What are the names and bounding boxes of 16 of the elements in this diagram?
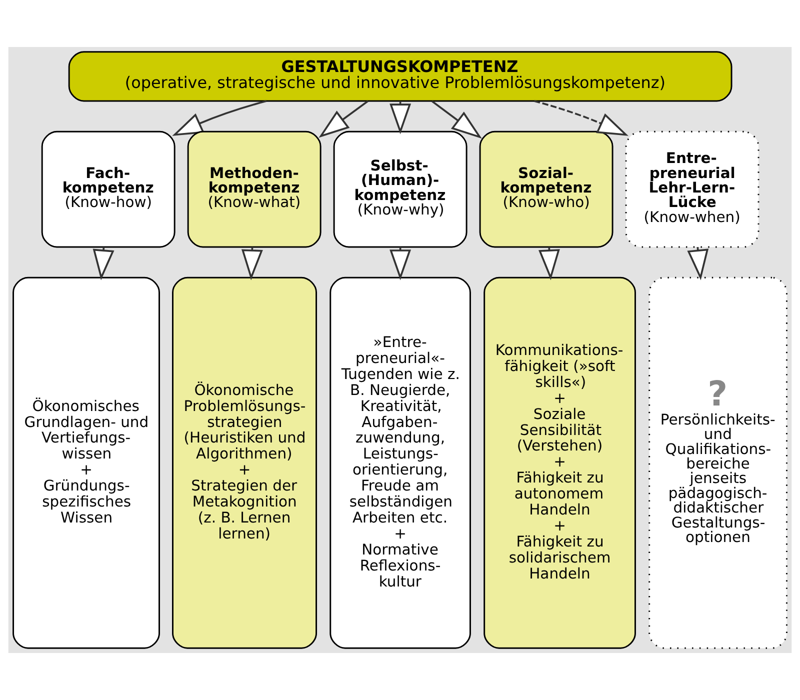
node-box: ? Persönlichkeits- und Qualifikations- bereiche jenseits pädagogisch- didaktischer Gestaltungs- optionen	[648, 276, 788, 649]
node-box: Methoden- kompetenz (Know-what)	[187, 130, 322, 248]
node-box: Sozial- kompetenz (Know-who)	[479, 130, 614, 248]
node-box: Selbst- (Human)- kompetenz (Know-why)	[333, 130, 468, 248]
arrow	[172, 100, 267, 136]
arrow	[687, 246, 709, 280]
node-box: Ökonomische Problemlösungs- strategien (Heuristiken und Algorithmen) + Strategien der Metakognition (z. B. Lernen lernen)	[172, 276, 317, 649]
node-box: Entre- preneurial Lehr-Lern- Lücke (Know-when)	[625, 130, 760, 248]
node-box: Ökonomisches Grundlagen- und Vertiefungs- wissen + Gründungs- spezifisches Wissen	[12, 276, 160, 649]
node-box: »Entre- preneurial«- Tugenden wie z. B. Neugierde, Kreativität, Aufgaben- zuwendung, Leistungs- orientierung, Freude am selbständigen Arbeiten etc. + Normative Reflexions- kultur	[330, 276, 471, 649]
arrow	[432, 100, 482, 139]
arrow	[534, 100, 628, 136]
node-box: Kommunikations- fähigkeit (»soft skills«) + Soziale Sensibilität (Verstehen) + Fähigkeit zu autonomem Handeln + Fähigkeit zu solidarischem Handeln	[484, 276, 636, 649]
node-box: Fach- kompetenz (Know-how)	[41, 130, 176, 248]
arrow	[318, 100, 368, 138]
node-box: GESTALTUNGSKOMPETENZ (operative, strategische und innovative Problemlösungskompetenz)	[68, 51, 732, 102]
